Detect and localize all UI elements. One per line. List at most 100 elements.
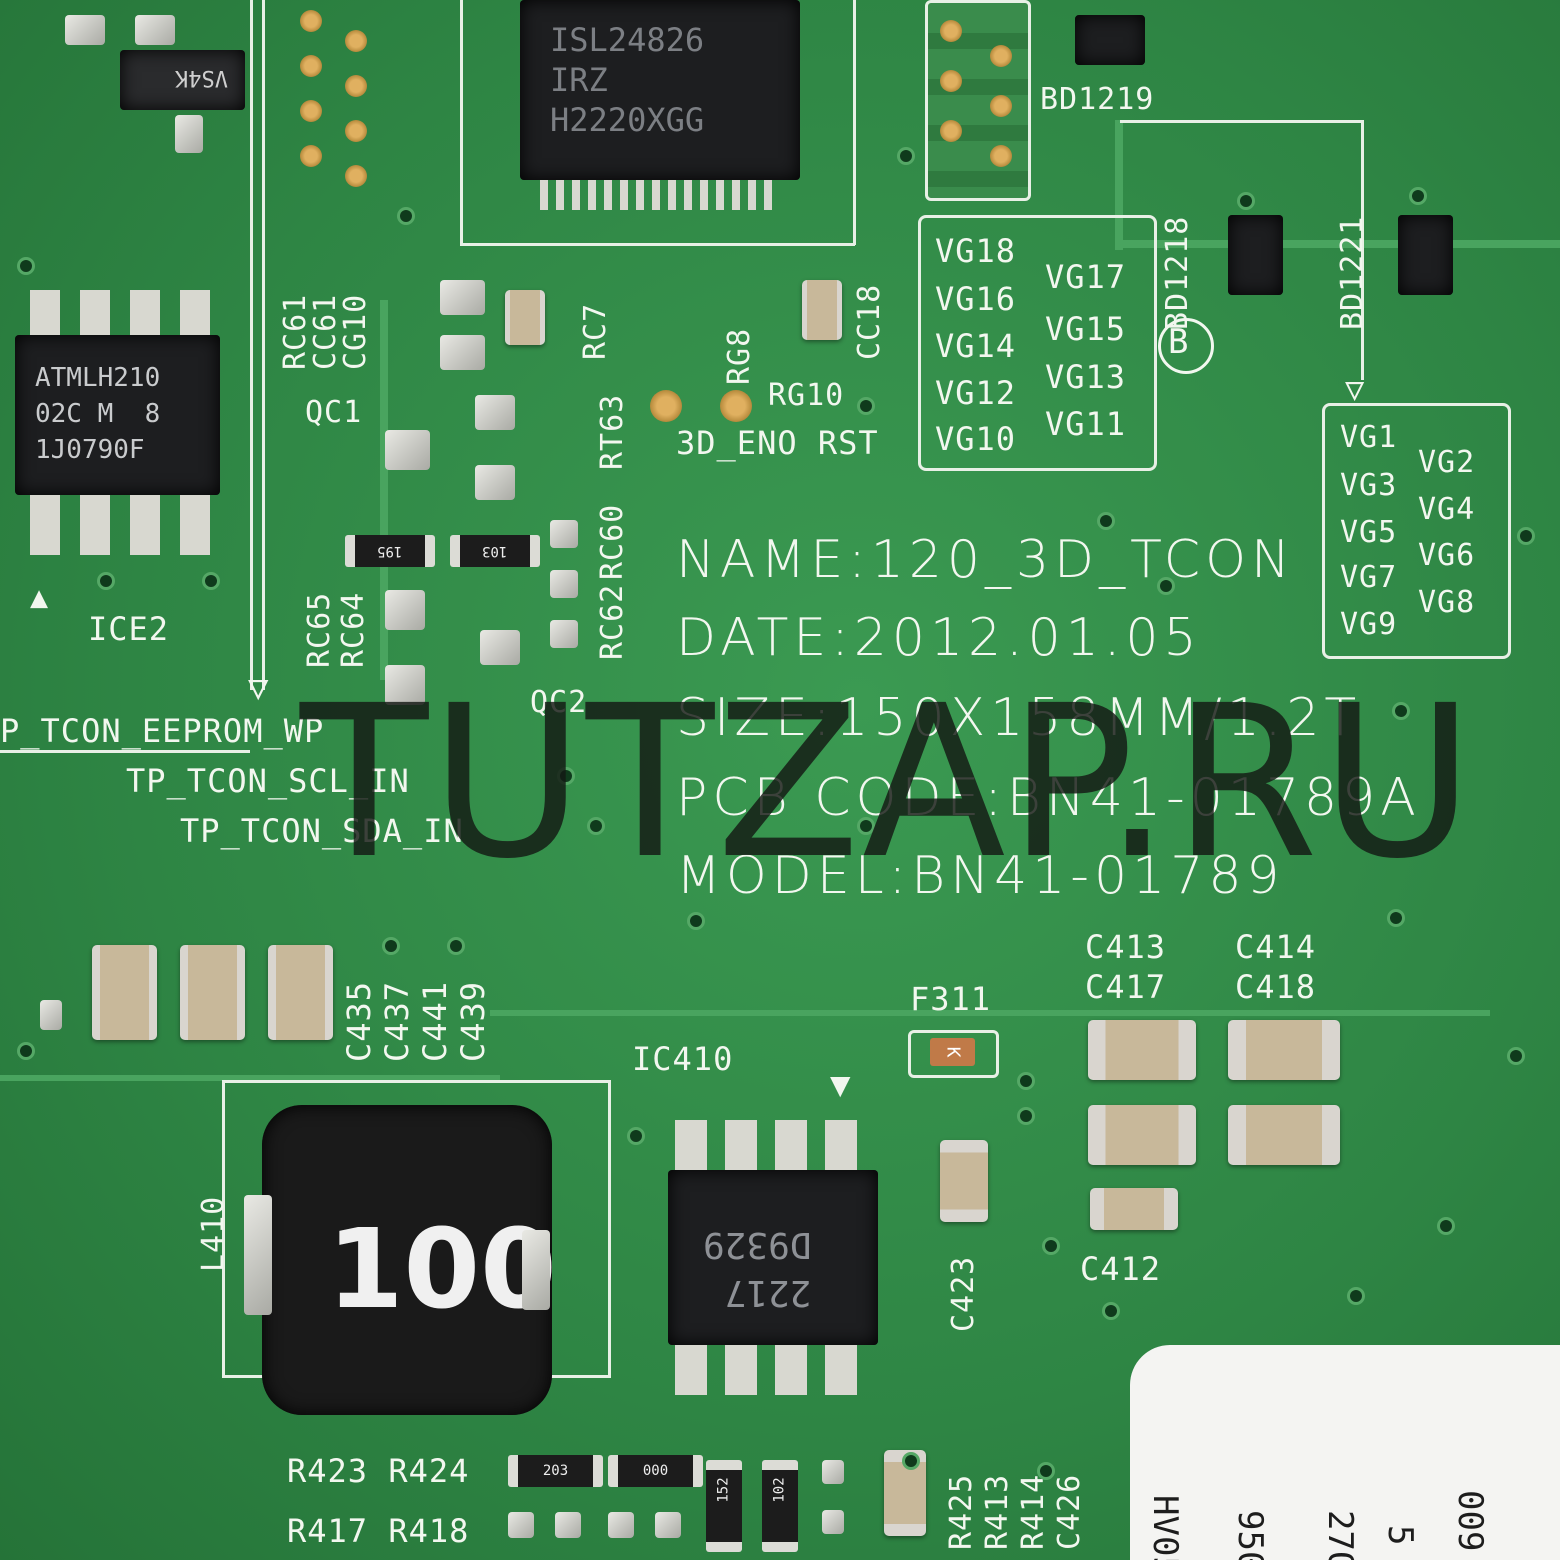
vg-small-right-2: VG6 [1418, 538, 1476, 573]
resistor-152: 152 [706, 1460, 742, 1552]
resistor-195: 195 [345, 535, 435, 567]
via [205, 575, 217, 587]
vg-small-left-0: VG1 [1340, 420, 1398, 455]
via [1100, 515, 1112, 527]
sot-chip: VS4K [120, 50, 245, 110]
vg-left-3: VG12 [935, 374, 1017, 412]
silk-line [1120, 120, 1363, 123]
silk-b-mark: B [1168, 322, 1190, 362]
silk-rg10: RG10 [768, 378, 845, 413]
silk-c439: C439 [454, 980, 492, 1062]
capacitor [1088, 1105, 1196, 1165]
silk-line [460, 243, 855, 246]
via [900, 150, 912, 162]
vg-right-1: VG15 [1045, 310, 1127, 348]
vg-small-left-1: VG3 [1340, 468, 1398, 503]
test-pad [940, 20, 962, 42]
test-pad [345, 75, 367, 97]
via [1510, 1050, 1522, 1062]
pad [40, 1000, 62, 1030]
silk-c435: C435 [340, 980, 378, 1062]
capacitor [884, 1450, 926, 1536]
inductor-terminal [244, 1195, 272, 1315]
silk-line [262, 0, 265, 690]
pad [385, 665, 425, 705]
ic410-pins-top [675, 1120, 875, 1170]
via [1160, 580, 1172, 592]
pad [65, 15, 105, 45]
fuse-marking: K [942, 1046, 964, 1058]
eeprom-pins-bottom [30, 495, 210, 555]
silk-cc18: CC18 [852, 283, 887, 360]
via [1412, 190, 1424, 202]
fuse-body: K [930, 1038, 975, 1066]
ic410-chip: 2217 D9329 [668, 1170, 878, 1345]
trace [0, 1075, 500, 1081]
silk-cg10: CG10 [338, 293, 373, 370]
triangle-marker-icon: ▽ [248, 668, 270, 708]
via [630, 1130, 642, 1142]
pad [822, 1460, 844, 1484]
board-pcb-code: PCB CODE:BN41-01789A [676, 768, 1421, 828]
silk-c414: C414 [1235, 928, 1317, 966]
silk-line [0, 750, 250, 753]
via [1240, 195, 1252, 207]
capacitor [1090, 1188, 1178, 1230]
via [400, 210, 412, 222]
silk-c423: C423 [946, 1255, 981, 1332]
board-size: SIZE:150X158MM/1.2T [676, 688, 1362, 748]
test-pad [940, 120, 962, 142]
test-pad [990, 145, 1012, 167]
via [860, 820, 872, 832]
pad [135, 15, 175, 45]
capacitor [505, 290, 545, 345]
vg-box-large [918, 215, 1157, 471]
vg-small-left-4: VG9 [1340, 607, 1398, 642]
vg-small-right-1: VG4 [1418, 492, 1476, 527]
vg-right-2: VG13 [1045, 358, 1127, 396]
eeprom-chip: ATMLH210 02C M 8 1J0790F [15, 335, 220, 495]
silk-line [853, 0, 856, 245]
pad [475, 465, 515, 500]
test-pad [940, 70, 962, 92]
silk-qc1: QC1 [305, 395, 363, 430]
silk-r423-r424: R423 R424 [287, 1452, 470, 1490]
capacitor [802, 280, 842, 340]
capacitor [1088, 1020, 1196, 1080]
via [1395, 705, 1407, 717]
pin1-triangle-icon: ▲ [30, 580, 50, 615]
pad [440, 335, 485, 370]
silk-rc65: RC65 [302, 591, 337, 668]
silk-c412: C412 [1080, 1250, 1162, 1288]
silk-3d-eno-rst: 3D_ENO RST [676, 424, 879, 462]
resistor-152-code: 152 [715, 1477, 732, 1503]
label-line-1: 950 [1230, 1510, 1270, 1560]
tcon-ic-chip: ISL24826 IRZ H2220XGG [520, 0, 800, 180]
silk-c417: C417 [1085, 968, 1167, 1006]
silk-rc64: RC64 [336, 591, 371, 668]
sot-marking: VS4K [175, 65, 228, 90]
test-pad [990, 95, 1012, 117]
pad [508, 1512, 534, 1538]
vg-left-4: VG10 [935, 420, 1017, 458]
test-pad [300, 55, 322, 77]
arrow-down-icon: ▽ [1345, 370, 1366, 408]
vg-small-right-0: VG2 [1418, 445, 1476, 480]
test-pad [300, 100, 322, 122]
via [860, 400, 872, 412]
label-line-4: 009 [1450, 1490, 1490, 1552]
silk-c437: C437 [378, 980, 416, 1062]
silk-ice2: ICE2 [88, 610, 170, 648]
resistor-195-code: 195 [377, 543, 403, 559]
via [1440, 1220, 1452, 1232]
via [1350, 1290, 1362, 1302]
via [100, 575, 112, 587]
chip-pins [540, 180, 780, 210]
test-pad [650, 390, 682, 422]
inductor-l410: 100 [262, 1105, 557, 1415]
vg-small-left-3: VG7 [1340, 560, 1398, 595]
test-pad [720, 390, 752, 422]
silk-line [250, 0, 253, 690]
product-label: HV05-S 950 27Q 5 009 [1130, 1345, 1560, 1560]
via [690, 915, 702, 927]
